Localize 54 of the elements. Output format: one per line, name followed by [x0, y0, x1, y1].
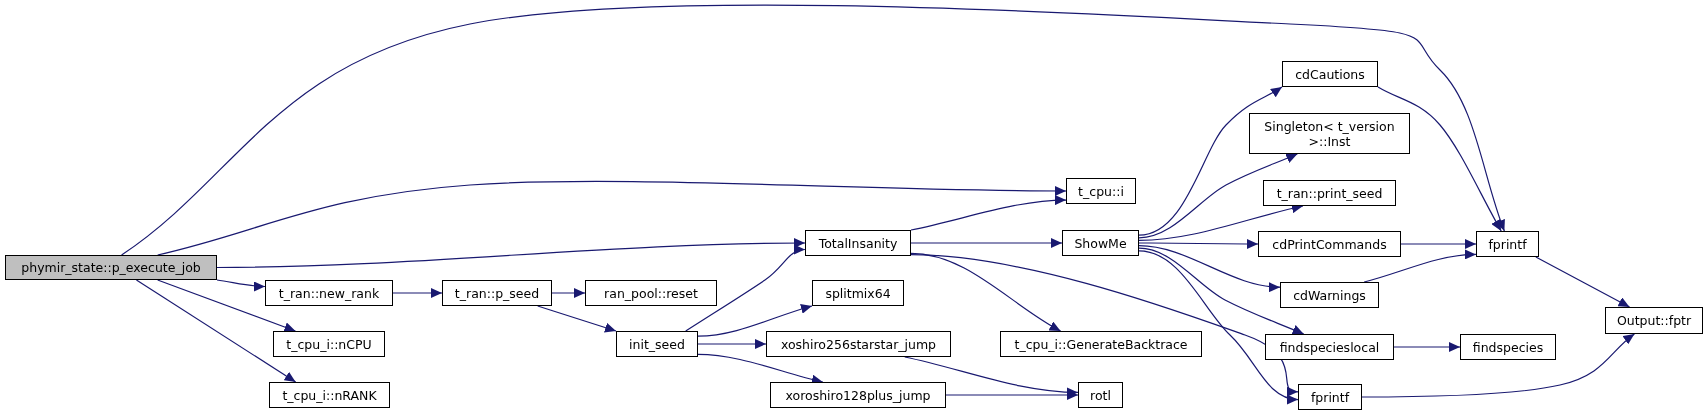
call-arrow: [910, 195, 1067, 231]
function-box: ran_pool::reset: [585, 280, 717, 306]
function-box: t_cpu_i::nRANK: [269, 382, 390, 408]
call-arrow: [697, 304, 813, 337]
function-box: TotalInsanity: [805, 230, 911, 256]
function-box: xoshiro256starstar_jump: [766, 331, 951, 357]
call-arrow: [1377, 86, 1502, 232]
call-arrow: [945, 390, 1079, 400]
call-arrow: [910, 238, 1063, 248]
function-box: t_ran::new_rank: [265, 280, 393, 306]
function-box: cdCautions: [1282, 61, 1378, 87]
function-box: fprintf: [1476, 231, 1539, 257]
function-box: cdWarnings: [1280, 282, 1379, 308]
call-arrow: [157, 279, 296, 332]
function-box: Output::fptr: [1605, 307, 1703, 334]
function-box: t_cpu_i::nCPU: [273, 331, 385, 357]
call-arrow: [551, 288, 586, 298]
call-arrow: [1363, 249, 1477, 283]
function-box: fprintf: [1298, 384, 1362, 410]
function-box: Singleton< t_version >::Inst: [1249, 113, 1410, 154]
call-arrow: [1138, 86, 1283, 236]
call-arrow: [216, 279, 266, 292]
call-arrow: [910, 254, 1299, 396]
function-box: findspecies: [1460, 334, 1556, 360]
call-arrow: [121, 4, 1506, 256]
call-arrow: [1138, 250, 1299, 404]
function-box: init_seed: [616, 331, 698, 357]
call-arrow: [1400, 239, 1477, 249]
function-box: t_ran::print_seed: [1263, 180, 1396, 206]
function-box: t_cpu_i::GenerateBacktrace: [1000, 331, 1202, 357]
function-box: splitmix64: [812, 280, 904, 306]
call-arrow: [1138, 153, 1298, 239]
call-arrow: [1393, 342, 1461, 352]
function-box: xoroshiro128plus_jump: [770, 382, 946, 408]
call-arrow: [1361, 333, 1635, 398]
call-arrow: [392, 288, 443, 298]
call-arrow: [697, 339, 767, 349]
function-box: t_cpu::i: [1066, 178, 1136, 204]
function-box: findspecieslocal: [1265, 334, 1394, 360]
function-box: rotl: [1078, 382, 1123, 408]
function-box: cdPrintCommands: [1258, 231, 1401, 257]
call-arrow: [157, 180, 1067, 256]
function-box: phymir_state::p_execute_job: [5, 255, 217, 280]
call-arrow: [1138, 247, 1305, 335]
call-arrow: [685, 245, 806, 332]
function-box: ShowMe: [1062, 230, 1139, 256]
call-arrow: [1138, 245, 1281, 292]
call-arrow: [537, 305, 617, 333]
call-arrow: [910, 252, 1062, 332]
call-arrow: [135, 279, 297, 383]
call-arrow: [216, 238, 806, 269]
call-arrow: [1535, 256, 1631, 308]
call-arrow: [1138, 239, 1259, 249]
function-box: t_ran::p_seed: [442, 280, 552, 306]
